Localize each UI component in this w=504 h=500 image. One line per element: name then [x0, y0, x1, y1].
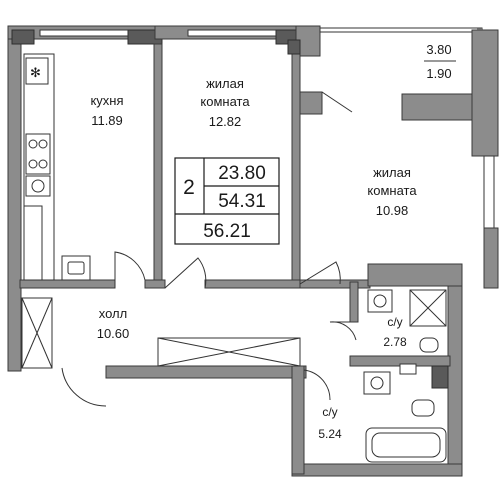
door-bath1: [329, 321, 357, 341]
sink-icon: [367, 289, 393, 313]
wall-kitchen-bottom: [19, 279, 116, 289]
wall-balcony-door-left: [299, 91, 323, 115]
area-summary-table: 2 23.80 54.31 56.21: [174, 157, 280, 245]
room-labels: кухня 11.89 жилая комната 12.82 жилая ко…: [90, 42, 456, 441]
wall-column: [11, 29, 35, 45]
hall-name: холл: [99, 306, 127, 321]
bath2-fixtures: [363, 363, 447, 463]
bath1-area: 2.78: [383, 335, 407, 349]
kitchen-cabinet: [23, 205, 43, 281]
wall-bath1-top: [367, 263, 463, 287]
sink-icon: [363, 371, 391, 395]
closet-outline: [21, 297, 53, 369]
hall-niche-diag: [157, 337, 301, 367]
bath1-fixtures: [367, 289, 447, 353]
door-entrance: [61, 367, 107, 407]
wall-right-lower: [447, 283, 463, 471]
wall-living1-bottom: [204, 279, 301, 289]
bath1-name: с/у: [387, 315, 402, 329]
kitchen-area: 11.89: [91, 113, 123, 128]
living2-window: [483, 155, 495, 231]
door-kitchen: [114, 251, 146, 288]
interior-walls: [19, 39, 463, 389]
wall-bottom: [291, 463, 463, 477]
living1-window: [187, 29, 277, 37]
doors: [21, 91, 357, 407]
balcony-area-bottom: 1.90: [426, 66, 451, 81]
wall-living1-living2: [291, 39, 301, 285]
total-area: 54.31: [218, 191, 266, 212]
wall-right-middle: [483, 227, 499, 289]
exterior-walls: [7, 25, 499, 477]
wall-column: [431, 365, 449, 389]
wall-living2-bottom: [299, 279, 371, 289]
toilet-icon: [411, 399, 435, 417]
living2-name: жилая: [373, 165, 411, 180]
kitchen-window: [39, 29, 133, 37]
bathtub-icon: [365, 427, 447, 463]
snowflake-icon: ✻: [30, 65, 41, 80]
hall-niche-box: [157, 337, 301, 367]
wall-bath2-left: [291, 365, 305, 475]
door-living2: [299, 261, 341, 285]
door-living1: [164, 257, 207, 289]
living2-name-2: комната: [367, 183, 417, 198]
wall-bath1-left: [349, 281, 359, 323]
rooms-count: 2: [183, 176, 195, 199]
wall-kitchen-bottom-b: [144, 279, 166, 289]
wall-column: [287, 39, 301, 55]
wall-right-upper: [471, 29, 499, 157]
bath2-name: с/у: [322, 405, 337, 419]
kitchen-fixtures: ✻: [23, 53, 91, 281]
washing-machine-icon: [399, 363, 417, 375]
wall-kitchen-living1: [153, 43, 163, 285]
living-area: 23.80: [218, 163, 266, 184]
door-bath2: [303, 369, 331, 401]
washing-machine-icon: [25, 175, 51, 197]
wall-balcony-right: [401, 93, 481, 121]
wall-left: [7, 25, 22, 372]
balcony-area-top: 3.80: [426, 42, 451, 57]
closet-diag: [21, 297, 53, 369]
hall-area: 10.60: [97, 326, 130, 341]
living2-area: 10.98: [376, 203, 409, 218]
fridge: [25, 57, 49, 85]
balcony-rail-top: [319, 27, 481, 33]
toilet-icon: [419, 337, 439, 353]
door-balcony: [321, 91, 353, 113]
wall-entrance: [105, 365, 307, 379]
bath2-area: 5.24: [318, 427, 342, 441]
living1-name-2: комната: [200, 94, 250, 109]
sink-icon: [61, 255, 91, 281]
stove-icon: [25, 133, 51, 175]
living1-area: 12.82: [209, 114, 242, 129]
total-with-balcony: 56.21: [203, 221, 251, 242]
living1-name: жилая: [206, 76, 244, 91]
kitchen-name: кухня: [90, 93, 123, 108]
